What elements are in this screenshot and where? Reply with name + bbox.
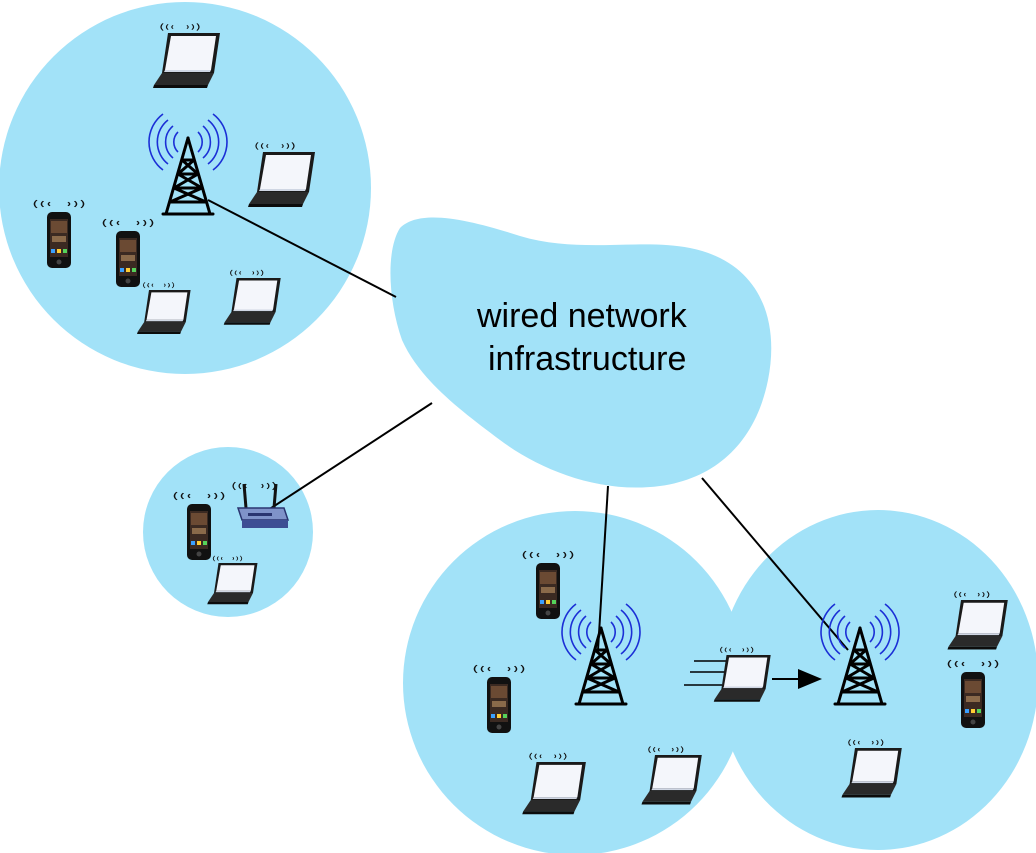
- motion-lines: [684, 660, 728, 686]
- mobile-host: [684, 647, 822, 702]
- cloud-label-line1: wired network: [476, 297, 688, 335]
- link-bottom-right: [701, 477, 849, 651]
- cell-middle-left: [143, 447, 313, 617]
- cell-bottom-right: [718, 510, 1036, 850]
- wired-network-cloud: [390, 217, 772, 488]
- link-middle-left: [261, 402, 433, 515]
- link-bottom-middle: [597, 485, 609, 651]
- link-top-left: [207, 199, 397, 298]
- cloud-label-line2: infrastructure: [488, 340, 686, 378]
- wired-links: [207, 199, 849, 651]
